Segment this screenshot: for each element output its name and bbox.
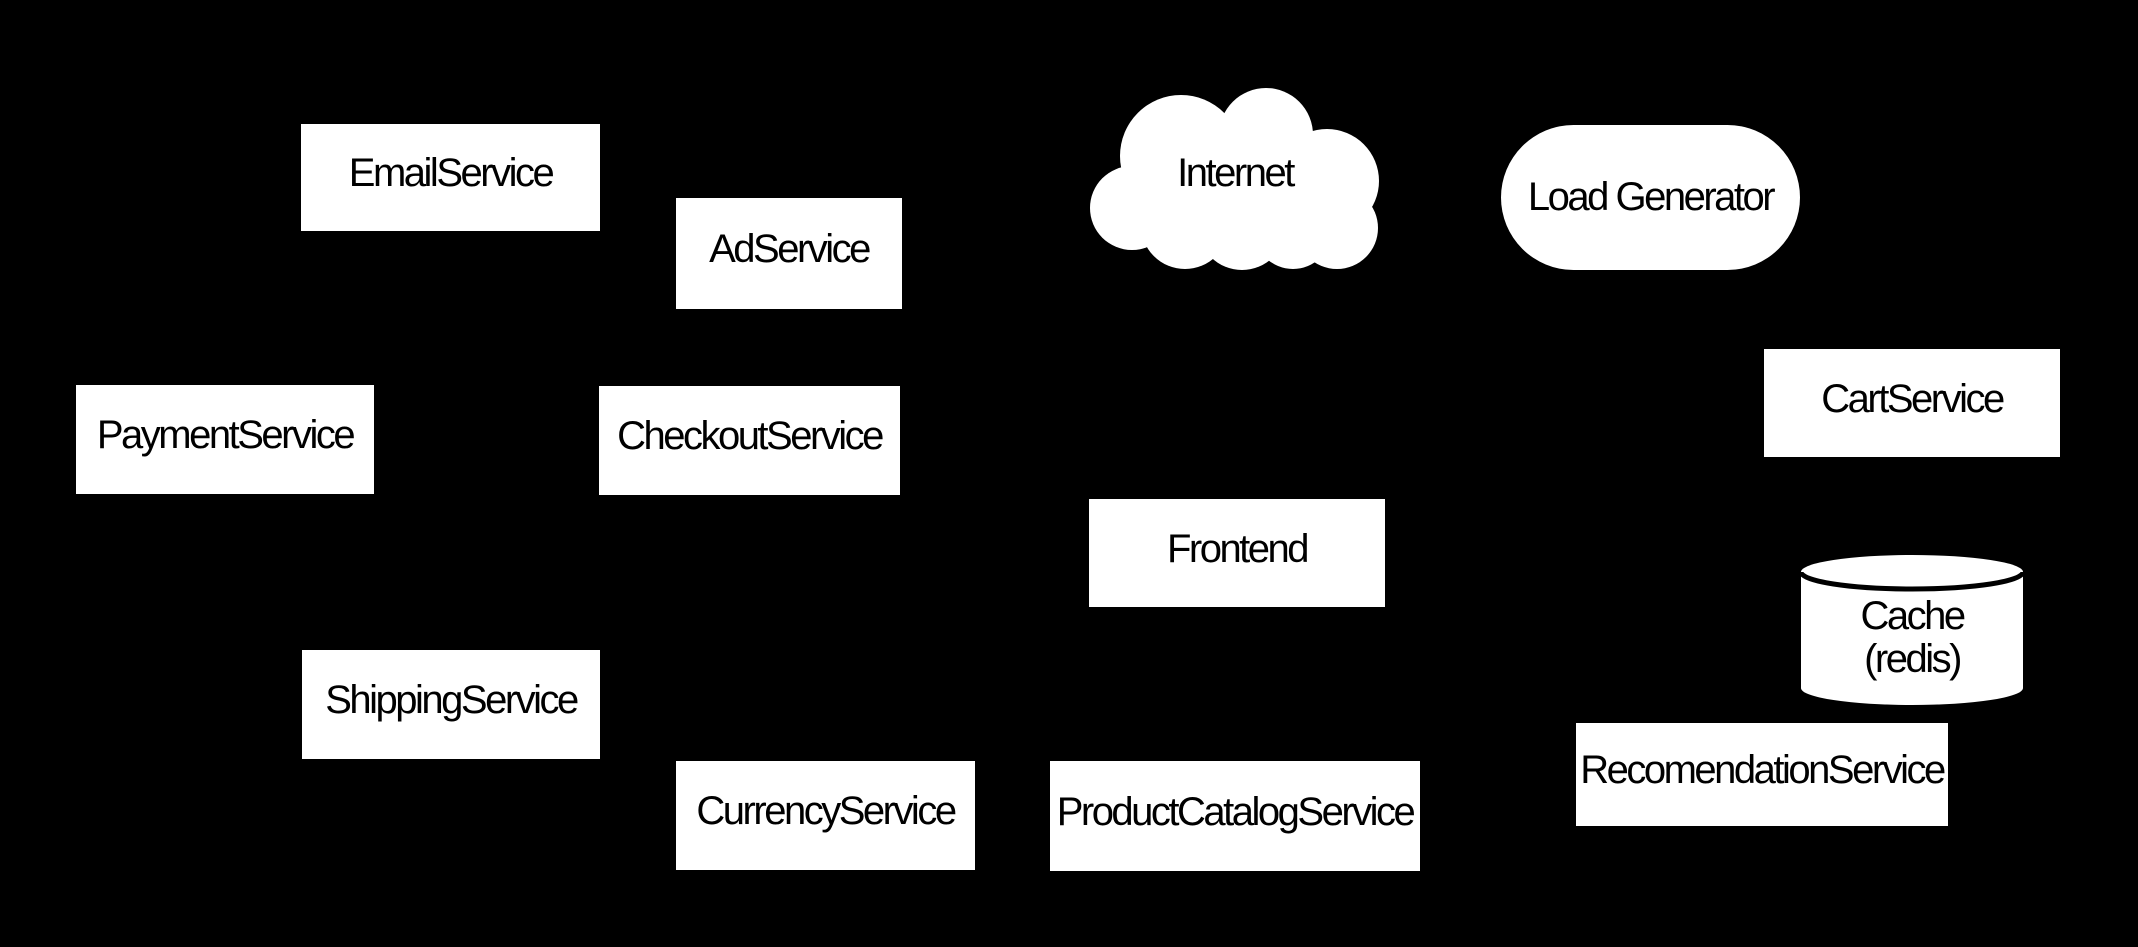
cart-service-label: CartService	[1821, 376, 2005, 421]
payment-service-label: PaymentService	[96, 413, 356, 457]
cloud-icon	[1090, 88, 1379, 270]
node-cache-redis: Cache (redis)	[1801, 555, 2023, 705]
node-payment-service: PaymentService	[76, 385, 374, 494]
cache-redis-label: Cache (redis)	[1860, 594, 1966, 681]
node-load-generator: Load Generator	[1501, 125, 1800, 270]
database-cylinder-icon	[1801, 555, 2023, 705]
node-frontend: Frontend	[1089, 499, 1385, 607]
node-cart-service: CartService	[1764, 349, 2060, 457]
internet-label: Internet	[1177, 150, 1295, 195]
recomendation-service-label: RecomendationService	[1580, 748, 1946, 792]
node-checkout-service: CheckoutService	[599, 386, 900, 495]
node-currency-service: CurrencyService	[676, 761, 975, 870]
ad-service-label: AdService	[709, 227, 871, 271]
node-recomendation-service: RecomendationService	[1576, 723, 1948, 826]
currency-service-label: CurrencyService	[696, 789, 957, 833]
node-internet: Internet	[1090, 88, 1380, 270]
frontend-label: Frontend	[1166, 526, 1310, 571]
shipping-service-label: ShippingService	[325, 678, 579, 722]
node-email-service: EmailService	[301, 124, 600, 231]
node-shipping-service: ShippingService	[302, 650, 600, 759]
email-service-label: EmailService	[348, 151, 555, 195]
node-product-catalog-service: ProductCatalogService	[1050, 761, 1420, 871]
product-catalog-service-label: ProductCatalogService	[1056, 789, 1416, 834]
load-generator-label: Load Generator	[1527, 175, 1776, 219]
node-ad-service: AdService	[676, 198, 902, 309]
checkout-service-label: CheckoutService	[617, 414, 884, 458]
